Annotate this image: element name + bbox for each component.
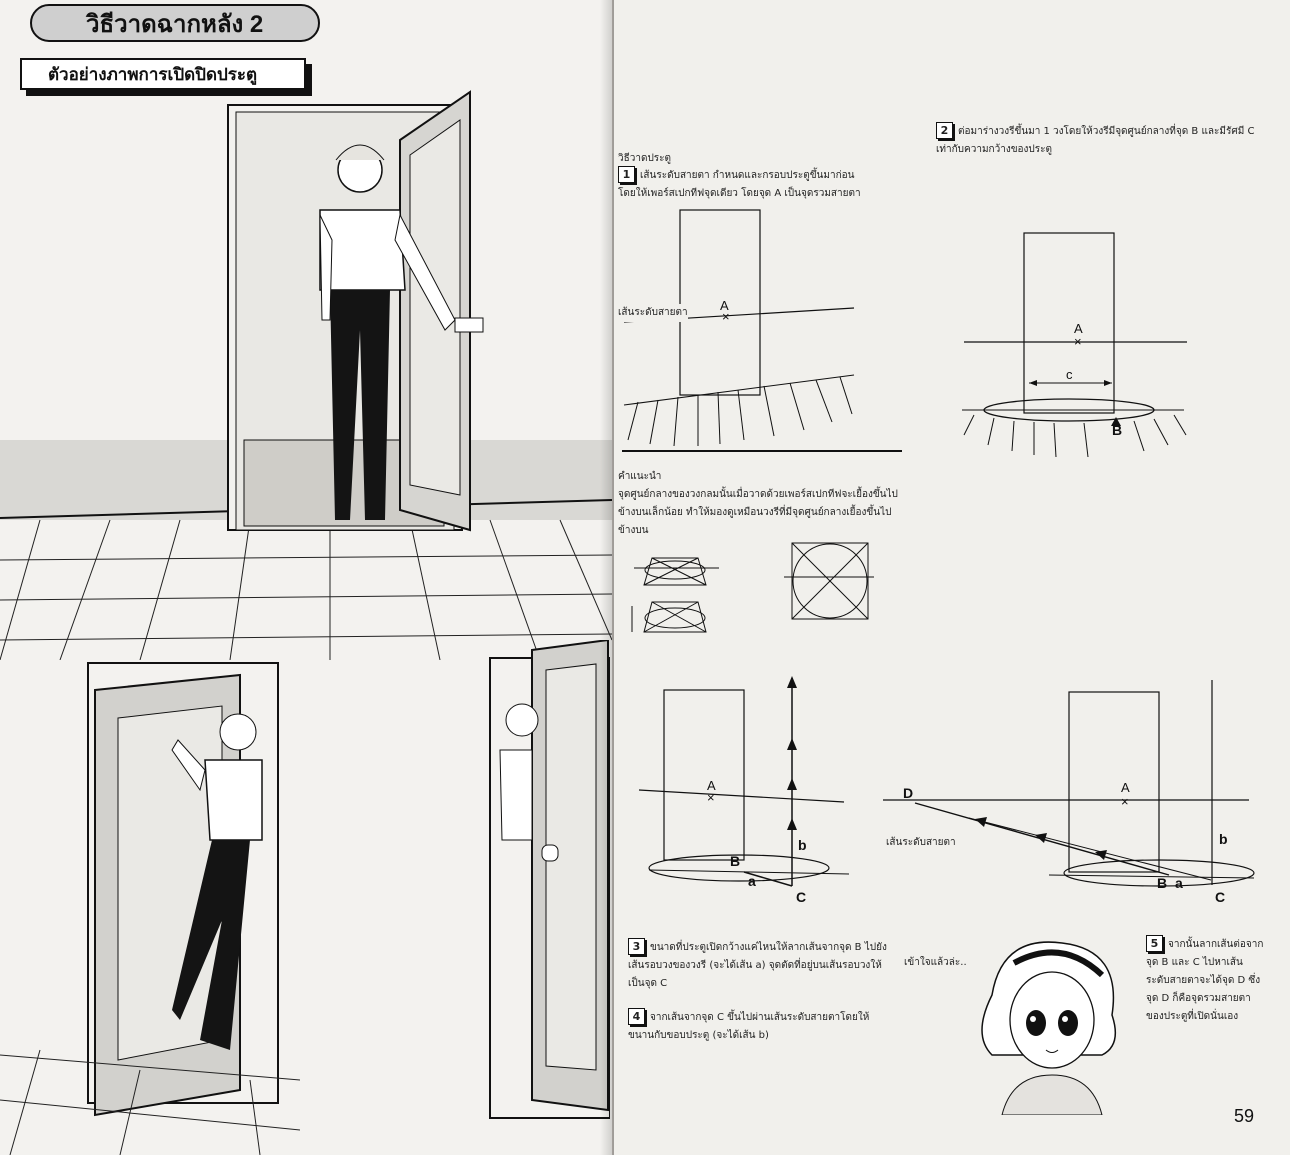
illustration-man-opening-door (0, 90, 612, 660)
section-subtitle: ตัวอย่างภาพการเปิดปิดประตู (20, 58, 306, 90)
label-D: D (903, 785, 913, 801)
step-3-number: 3 (628, 938, 645, 955)
step-1-number: 1 (618, 166, 635, 183)
chapter-title: วิธีวาดฉากหลัง 2 (30, 4, 320, 42)
svg-text:×: × (1074, 334, 1082, 349)
svg-text:×: × (1121, 794, 1129, 809)
step-4-number: 4 (628, 1008, 645, 1025)
step-4-body: จากเส้นจากจุด C ขึ้นไปผ่านเส้นระดับสายตา… (628, 1012, 870, 1041)
page-number: 59 (1233, 1106, 1254, 1126)
note-heading: คำแนะนำ (618, 471, 662, 482)
label-A-3: A (707, 778, 716, 793)
diagram-step-5: D A × B a b C (883, 680, 1255, 905)
diagram-step-2: A × c B (962, 232, 1187, 458)
step-2-body: ต่อมาร่างวงรีขึ้นมา 1 วงโดยให้วงรีมีจุดศ… (936, 126, 1255, 155)
illustration-man-pushing-door (0, 662, 300, 1155)
girl-speech: เข้าใจแล้วล่ะ.. (904, 957, 967, 968)
label-b-3: b (798, 837, 807, 853)
step-2-number: 2 (936, 122, 953, 139)
label-C-5: C (1215, 889, 1225, 905)
diagram-step-1: A × (623, 209, 855, 447)
illustration-girl (981, 941, 1117, 1115)
section-head: วิธีวาดประตู (618, 153, 672, 164)
label-A-2: A (1074, 321, 1083, 336)
left-page: วิธีวาดฉากหลัง 2 ตัวอย่างภาพการเปิดปิดปร… (0, 0, 614, 1155)
label-B-2: B (1112, 422, 1122, 438)
label-c: c (1066, 367, 1073, 382)
label-C-3: C (796, 889, 806, 905)
step-3-body: ขนาดที่ประตูเปิดกว้างแค่ไหนให้ลากเส้นจาก… (628, 942, 887, 989)
svg-text:×: × (707, 790, 715, 805)
diagram-step-3-4: A × B a b C (638, 676, 850, 905)
horizon-label-1: เส้นระดับสายตา (618, 304, 688, 322)
horizon-label-2: เส้นระดับสายตา (886, 837, 956, 848)
step-5-number: 5 (1146, 935, 1163, 952)
step-5-body: จากนั้นลากเส้นต่อจากจุด B และ C ไปหาเส้น… (1146, 939, 1264, 1022)
step-1-body: เส้นระดับสายตา กำหนดและกรอบประตูขึ้นมาก่… (618, 170, 861, 199)
label-a-5: a (1175, 875, 1183, 891)
note-diagrams (631, 542, 874, 633)
label-a-3: a (748, 873, 756, 889)
label-A-5: A (1121, 780, 1130, 795)
label-b-5: b (1219, 831, 1228, 847)
divider-line (622, 450, 902, 452)
note-text: คำแนะนำ จุดศูนย์กลางของวงกลมนั้นเมื่อวาด… (618, 468, 908, 540)
illustration-man-peeking (489, 640, 610, 1119)
svg-text:×: × (722, 309, 730, 324)
label-B-5: B (1157, 875, 1167, 891)
note-body: จุดศูนย์กลางของวงกลมนั้นเมื่อวาดด้วยเพอร… (618, 489, 898, 536)
label-A: A (720, 298, 729, 313)
label-B-3: B (730, 853, 740, 869)
